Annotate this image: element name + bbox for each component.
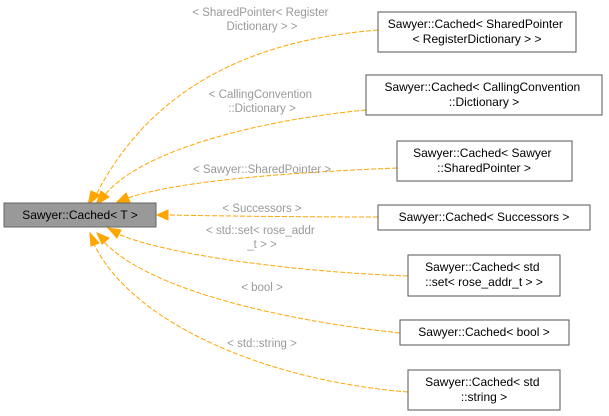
edge-arrowhead bbox=[106, 227, 122, 239]
root-node-label: Sawyer::Cached< T > bbox=[22, 208, 138, 222]
edge-label: < Sawyer::SharedPointer > bbox=[193, 164, 331, 176]
class-node-label: Sawyer::Cached< std ::string > bbox=[425, 375, 543, 404]
edge-arrowhead bbox=[96, 232, 110, 245]
class-node-std-string[interactable]: Sawyer::Cached< std ::string > bbox=[407, 369, 561, 411]
class-node-label: Sawyer::Cached< std ::set< rose_addr_t >… bbox=[425, 260, 543, 289]
class-node-label: Sawyer::Cached< SharedPointer < Register… bbox=[388, 17, 566, 46]
edge-bool bbox=[96, 232, 401, 334]
edge-shared-pointer-register-dictionary bbox=[87, 29, 379, 207]
edge-label: < SharedPointer< Register Dictionary > > bbox=[192, 7, 331, 33]
class-node-label: Sawyer::Cached< CallingConvention ::Dict… bbox=[384, 80, 583, 109]
edge-arrowhead bbox=[95, 190, 110, 207]
edge-arrowhead bbox=[89, 231, 100, 247]
edge-labels: < SharedPointer< Register Dictionary > >… bbox=[192, 7, 331, 350]
edge-sawyer-shared-pointer bbox=[115, 167, 398, 203]
edge-label: < std::string > bbox=[227, 338, 297, 350]
edge-std-set-rose-addr-t bbox=[106, 227, 409, 277]
class-node-calling-convention-dictionary[interactable]: Sawyer::Cached< CallingConvention ::Dict… bbox=[365, 74, 603, 116]
edge-label: < Successors > bbox=[222, 203, 302, 215]
edge-arrowhead bbox=[155, 209, 169, 221]
edge-label: < std::set< rose_addr _t > > bbox=[206, 225, 318, 251]
class-node-sawyer-shared-pointer[interactable]: Sawyer::Cached< Sawyer ::SharedPointer > bbox=[396, 140, 573, 182]
edge-std-string bbox=[89, 231, 409, 393]
edges bbox=[87, 29, 409, 393]
edge-calling-convention-dictionary bbox=[95, 109, 367, 207]
class-node-successors[interactable]: Sawyer::Cached< Successors > bbox=[377, 204, 591, 231]
class-node-label: Sawyer::Cached< bool > bbox=[418, 325, 549, 339]
class-node-label: Sawyer::Cached< Successors > bbox=[399, 210, 570, 224]
edge-arrowhead bbox=[87, 190, 101, 207]
edge-successors bbox=[155, 209, 379, 221]
edge-label: < bool > bbox=[241, 282, 283, 294]
class-node-bool[interactable]: Sawyer::Cached< bool > bbox=[399, 319, 570, 346]
class-node-label: Sawyer::Cached< Sawyer ::SharedPointer > bbox=[413, 146, 555, 175]
edge-arrowhead bbox=[115, 192, 131, 203]
class-node-shared-pointer-register-dictionary[interactable]: Sawyer::Cached< SharedPointer < Register… bbox=[377, 11, 577, 53]
class-node-std-set-rose-addr-t[interactable]: Sawyer::Cached< std ::set< rose_addr_t >… bbox=[407, 254, 561, 297]
edge-label: < CallingConvention ::Dictionary > bbox=[209, 89, 315, 115]
root-node[interactable]: Sawyer::Cached< T > bbox=[3, 202, 157, 228]
